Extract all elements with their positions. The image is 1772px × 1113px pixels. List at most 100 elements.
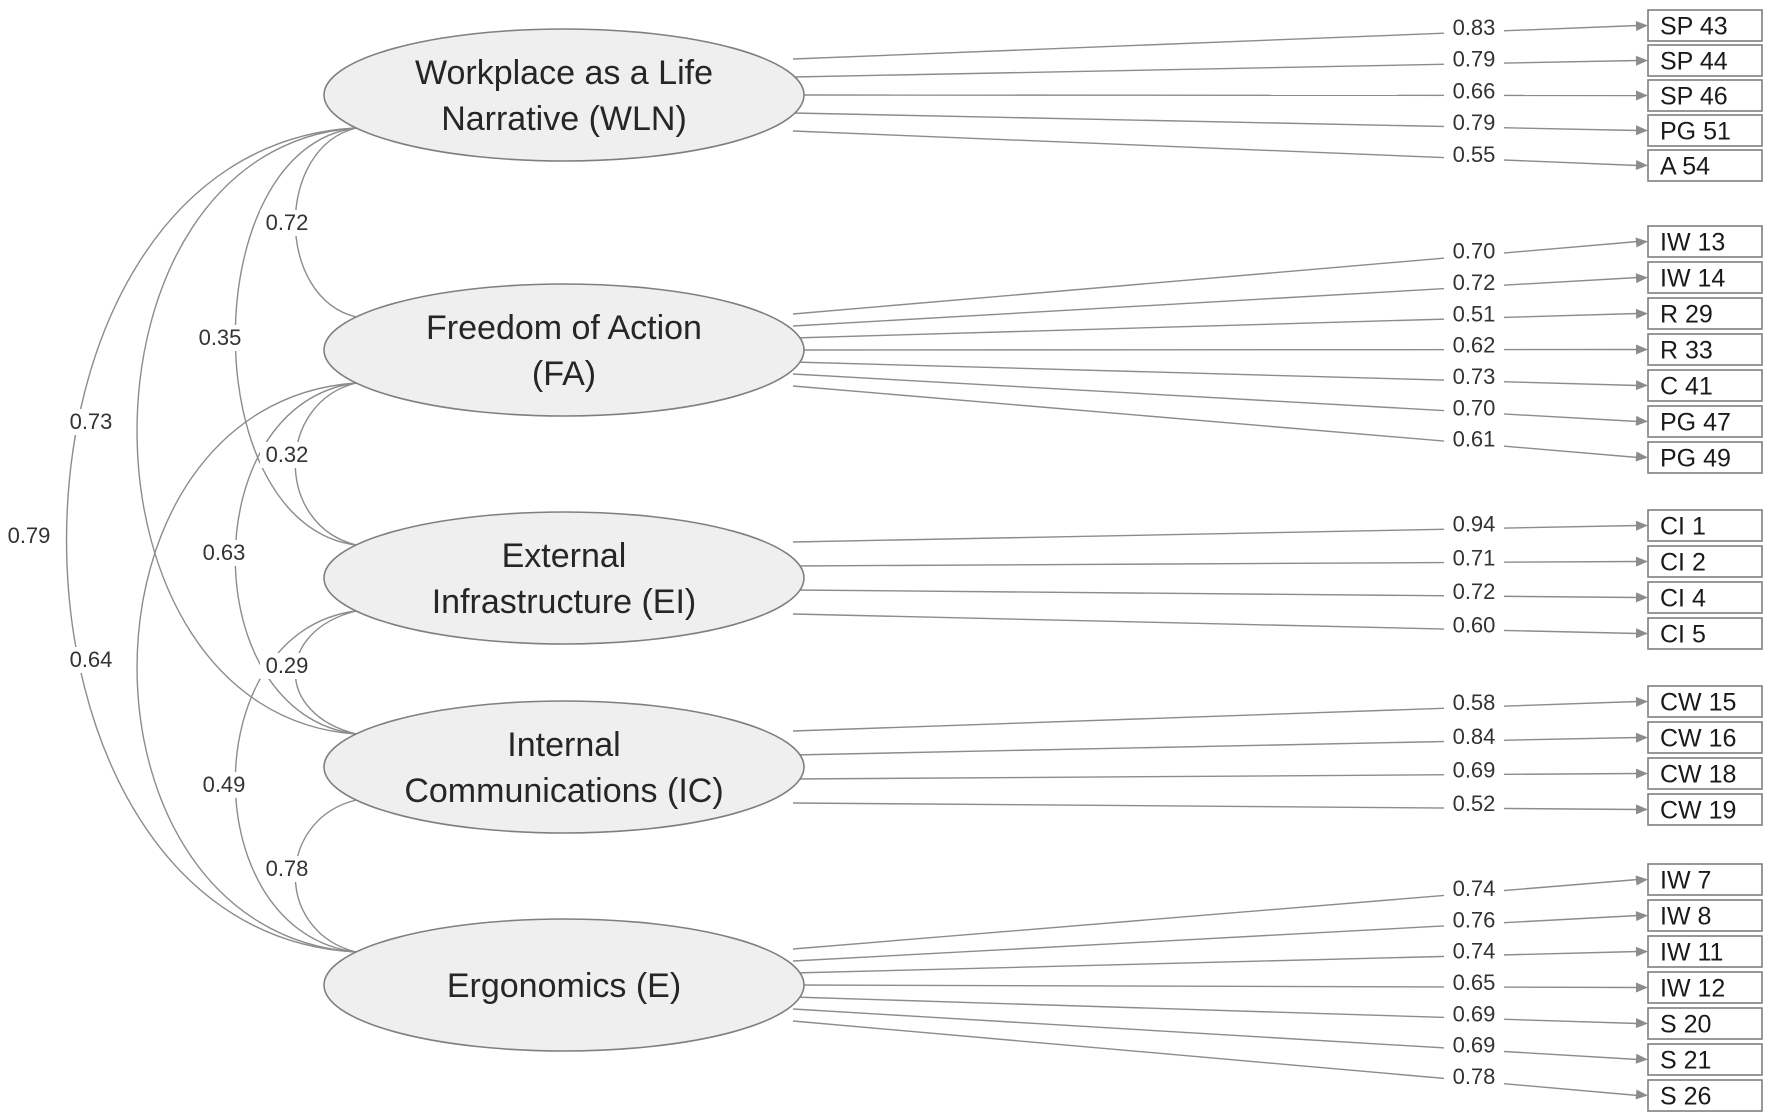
indicator-box	[1647, 369, 1763, 402]
loading-path	[792, 524, 1639, 543]
indicator-box	[1647, 935, 1763, 968]
arrowhead-icon	[1635, 732, 1648, 743]
loading-value: 0.79	[1453, 110, 1496, 135]
loading-path	[792, 112, 1639, 132]
indicator-box	[1647, 333, 1763, 366]
indicator-label: PG 47	[1660, 409, 1731, 437]
factor-ellipse-e	[323, 918, 805, 1052]
indicator-box	[1647, 509, 1763, 542]
factor-label-wln: Workplace as a Life	[415, 54, 713, 92]
loading-label-bg	[1444, 792, 1504, 817]
loading-path	[792, 59, 1639, 78]
loading-path	[792, 736, 1639, 756]
indicator-box	[1647, 405, 1763, 438]
indicator-label: IW 7	[1660, 867, 1711, 895]
arrowhead-icon	[1635, 1053, 1648, 1064]
indicator-box	[1647, 545, 1763, 578]
indicator-box	[1647, 1007, 1763, 1040]
arrowhead-icon	[1635, 628, 1648, 639]
indicator-label: CW 18	[1660, 761, 1736, 789]
indicator-label: CI 2	[1660, 549, 1706, 577]
factor-label-ei: Infrastructure (EI)	[432, 583, 697, 621]
loading-label-bg	[1444, 79, 1504, 104]
factor-label-fa: Freedom of Action	[426, 309, 702, 347]
loading-label-bg	[1444, 16, 1504, 41]
arrowhead-icon	[1635, 308, 1648, 319]
arrowhead-icon	[1635, 982, 1648, 993]
loading-value: 0.94	[1453, 512, 1496, 537]
indicator-box	[1647, 863, 1763, 896]
factor-label-ei: External	[502, 537, 627, 575]
factor-label-fa: (FA)	[532, 355, 596, 393]
correlation-label-bg	[197, 540, 251, 566]
correlation-value-ic-e: 0.78	[266, 856, 309, 881]
arrowhead-icon	[1635, 696, 1648, 707]
loading-path	[792, 589, 1639, 599]
loading-path	[792, 700, 1639, 732]
factor-label-ic: Communications (IC)	[404, 772, 723, 810]
indicator-label: CW 16	[1660, 725, 1736, 753]
factor-ellipse-fa	[323, 283, 805, 417]
indicator-box	[1647, 9, 1763, 42]
loading-value: 0.52	[1453, 791, 1496, 816]
loading-label-bg	[1444, 47, 1504, 72]
arrowhead-icon	[1635, 20, 1648, 31]
loading-label-bg	[1444, 971, 1504, 996]
indicator-box	[1647, 261, 1763, 294]
indicator-box	[1647, 114, 1763, 147]
indicator-label: IW 13	[1660, 229, 1725, 257]
indicator-box	[1647, 79, 1763, 112]
factor-loadings: 0.830.790.660.790.550.700.720.510.620.73…	[792, 15, 1648, 1100]
correlation-label-bg	[260, 442, 314, 468]
arrowhead-icon	[1635, 415, 1648, 426]
loading-value: 0.84	[1453, 724, 1496, 749]
correlation-arc-wln-e	[65, 127, 357, 953]
correlation-label-bg	[193, 325, 247, 351]
loading-label-bg	[1444, 1065, 1504, 1090]
loading-path	[792, 802, 1639, 811]
loading-label-bg	[1444, 427, 1504, 452]
indicator-label: S 20	[1660, 1011, 1711, 1039]
loading-value: 0.73	[1453, 364, 1496, 389]
indicator-label: S 21	[1660, 1047, 1711, 1075]
loading-path	[792, 312, 1639, 339]
indicator-box	[1647, 581, 1763, 614]
loading-path	[792, 996, 1639, 1025]
loading-label-bg	[1444, 758, 1504, 783]
arrowhead-icon	[1635, 556, 1648, 567]
factor-label-e: Ergonomics (E)	[447, 967, 681, 1005]
loading-label-bg	[1444, 691, 1504, 716]
arrowhead-icon	[1635, 592, 1648, 603]
indicator-label: A 54	[1660, 153, 1710, 181]
loading-value: 0.76	[1453, 907, 1496, 932]
arrowhead-icon	[1635, 520, 1648, 531]
loading-path	[792, 772, 1639, 780]
loading-label-bg	[1444, 546, 1504, 571]
indicator-label: PG 49	[1660, 445, 1731, 473]
correlation-value-fa-e: 0.64	[70, 647, 113, 672]
loading-path	[792, 385, 1639, 459]
correlation-arc-fa-e	[136, 382, 357, 953]
arrowhead-icon	[1635, 804, 1648, 815]
indicator-label: PG 51	[1660, 118, 1731, 146]
loading-value: 0.62	[1453, 333, 1496, 358]
loading-label-bg	[1444, 613, 1504, 638]
loading-path	[792, 560, 1639, 567]
indicator-box	[1647, 793, 1763, 826]
indicator-box	[1647, 149, 1763, 182]
indicator-label: IW 11	[1660, 939, 1723, 967]
arrowhead-icon	[1635, 237, 1648, 248]
loading-path	[792, 24, 1639, 60]
loading-path	[792, 1008, 1639, 1061]
correlation-value-wln-ei: 0.35	[199, 325, 242, 350]
loading-value: 0.58	[1453, 690, 1496, 715]
loading-path	[792, 240, 1639, 315]
loading-label-bg	[1444, 1002, 1504, 1027]
loading-value: 0.74	[1453, 876, 1496, 901]
loading-value: 0.65	[1453, 970, 1496, 995]
correlation-label-bg	[64, 647, 118, 673]
factor-ellipse-ic	[323, 700, 805, 834]
arrowhead-icon	[1635, 1018, 1648, 1029]
indicator-label: CW 19	[1660, 797, 1736, 825]
